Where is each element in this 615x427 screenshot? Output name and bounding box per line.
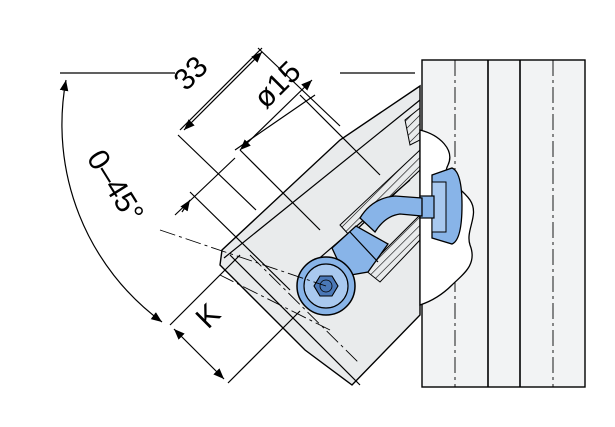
- dim-label-angle: 0–45°: [80, 144, 150, 228]
- dim-label-k: K: [190, 297, 227, 334]
- axis-lines: [159, 157, 327, 291]
- angled-profile: [219, 84, 421, 386]
